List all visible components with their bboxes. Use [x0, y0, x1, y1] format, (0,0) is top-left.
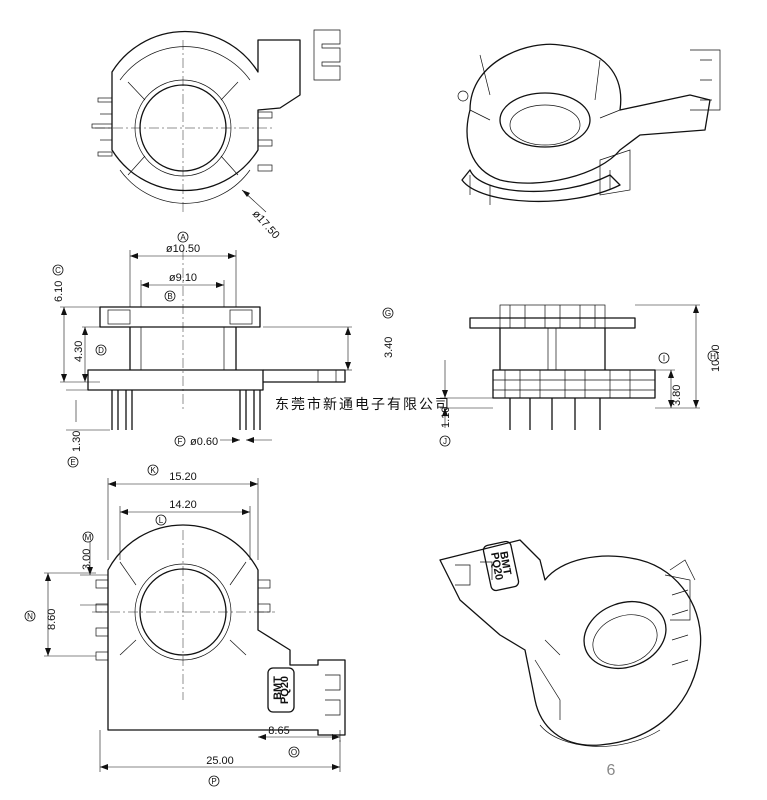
top-view [91, 29, 341, 215]
marker-i: I [663, 354, 665, 363]
marker-g: G [385, 309, 391, 318]
marker-b: B [167, 292, 172, 301]
marker-j: J [443, 437, 447, 446]
front-view-dims: ø10.50 B ø9.10 6.10 C 4.30 D 1.30 E ø0.6… [52, 243, 395, 468]
marker-c: C [55, 266, 61, 275]
iso-marking: BMT PQ20 [488, 550, 513, 581]
marker-p: P [211, 777, 216, 786]
marker-e: E [70, 458, 75, 467]
dim-m-value: 14.20 [169, 499, 197, 511]
iso-marking-line2: PQ20 [488, 551, 505, 581]
dim-n-value: 3.00 [81, 549, 93, 570]
dim-a: ø17.50 A [177, 208, 282, 243]
dim-k-value: 1.10 [440, 407, 452, 428]
marking-line1: BMT [272, 676, 284, 700]
bottom-view [44, 478, 346, 772]
marker-n: N [27, 612, 33, 621]
iso-view-bottom [439, 539, 702, 747]
marker-d: D [98, 346, 104, 355]
dim-b-value: ø10.50 [166, 243, 200, 255]
dim-c-value: ø9.10 [169, 272, 197, 284]
bottom-view-dims: 15.20 K 14.20 L 3.00 M 8.60 N 8.65 O 25.… [24, 464, 300, 787]
dim-j-value: 3.80 [671, 385, 683, 406]
dim-o-value: 8.60 [46, 609, 58, 630]
marker-l: L [159, 516, 164, 525]
marker-m: M [85, 533, 92, 542]
marker-h: H [710, 352, 716, 361]
iso-view-top [457, 43, 721, 205]
dim-h-value: 3.40 [383, 337, 395, 358]
side-view [440, 304, 700, 430]
marking-line2: PQ20 [279, 676, 291, 704]
watermark: 东莞市新通电子有限公司 [275, 396, 451, 412]
front-view [60, 250, 352, 443]
marker-o: O [291, 748, 297, 757]
dim-g-value: ø0.60 [190, 436, 218, 448]
dim-a-value: ø17.50 [250, 208, 282, 241]
page-number: 6 [606, 762, 616, 779]
dim-f-value: 1.30 [71, 431, 83, 452]
dim-q-value: 25.00 [206, 755, 234, 767]
side-view-dims: 10.40 H 3.80 I 1.10 J [439, 344, 722, 447]
marker-k: K [150, 466, 156, 475]
marker-a: A [180, 233, 186, 242]
marker-f: F [178, 437, 183, 446]
dim-d-value: 6.10 [53, 281, 65, 302]
iso-marking-line1: BMT [497, 550, 513, 576]
dim-e-value: 4.30 [73, 341, 85, 362]
dim-p-value: 8.65 [268, 725, 289, 737]
dim-l-value: 15.20 [169, 471, 197, 483]
